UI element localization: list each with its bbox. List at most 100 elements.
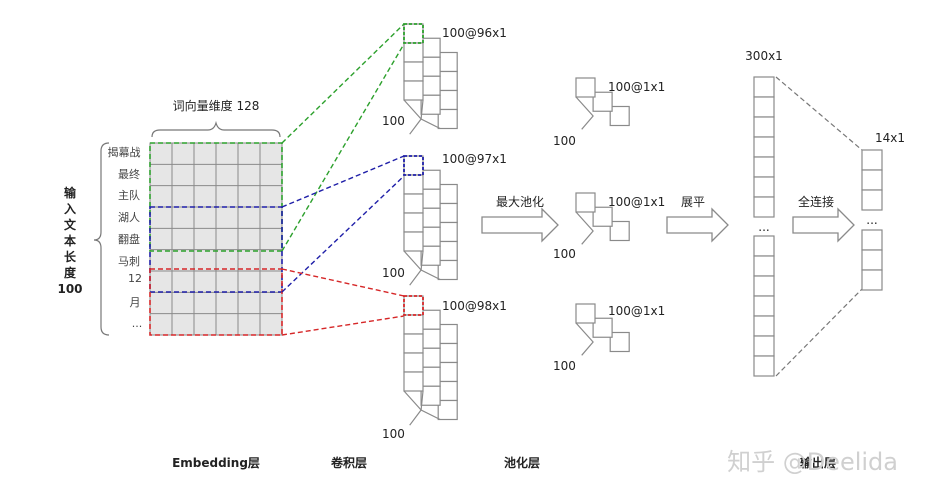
pool-layer-label: 池化层: [504, 455, 540, 470]
highlight-cube: [403, 155, 424, 176]
connector-green-top: [281, 23, 405, 144]
cube-face: [609, 220, 630, 242]
conv-layer-label: 卷积层: [330, 455, 367, 470]
cube-face: [420, 37, 441, 58]
pool-stack: [575, 192, 630, 245]
cube-face: [420, 94, 441, 115]
watermark: 知乎 @Deelida: [727, 448, 898, 476]
flatten-size-label: 300x1: [745, 49, 783, 63]
fold-line: [575, 322, 594, 356]
token: 马刺: [118, 255, 140, 268]
fold-line: [575, 96, 594, 130]
maxpool-arrow: [481, 207, 559, 243]
token: 翻盘: [118, 232, 140, 246]
output-cell: [861, 149, 883, 171]
output-vector: [861, 149, 883, 291]
filter-window-green: [149, 142, 283, 252]
fold-line: [403, 250, 422, 286]
fc-label: 全连接: [798, 194, 834, 209]
output-cell: [861, 269, 883, 291]
feature-stack: [403, 23, 458, 135]
conv-depth-label: 100: [382, 266, 405, 280]
cube-face: [403, 352, 424, 373]
token: 湖人: [118, 211, 140, 224]
fold-line: [575, 211, 594, 245]
vector-cell: [753, 235, 775, 257]
cube-face: [420, 75, 441, 96]
connector-green-bottom: [281, 43, 405, 252]
vector-cell: [753, 196, 775, 218]
vector-cell: [753, 116, 775, 138]
cube-face: [420, 309, 441, 330]
cube-face: [403, 174, 424, 195]
conv-feature-maps: [403, 23, 458, 426]
pool-stack: [575, 303, 630, 356]
cube-face: [437, 183, 458, 205]
conv-depth-label: 100: [382, 114, 405, 128]
token: ...: [132, 317, 143, 330]
output-cell: [861, 249, 883, 271]
fold-line: [403, 390, 422, 426]
token: 月: [130, 296, 141, 309]
cube-face: [403, 231, 424, 252]
flatten-label: 展平: [681, 195, 705, 209]
output-cell: [861, 229, 883, 251]
cube-face: [592, 91, 613, 112]
cube-face: [403, 333, 424, 354]
cube-face: [592, 206, 613, 227]
cube-face: [403, 193, 424, 214]
output-size-label: 14x1: [875, 131, 905, 145]
token: 揭幕战: [108, 145, 141, 159]
output-ellipsis: ...: [866, 213, 877, 227]
cube-face: [437, 108, 458, 130]
vector-cell: [753, 136, 775, 158]
highlight-cube: [403, 295, 424, 316]
output-cell: [861, 189, 883, 211]
cube-face: [403, 155, 424, 176]
token: 最终: [118, 167, 140, 181]
dim-brace: [151, 120, 281, 138]
cube-face: [403, 212, 424, 233]
pool-feature-maps: [575, 77, 630, 356]
cube-face: [437, 259, 458, 281]
svg-text:文: 文: [64, 217, 77, 232]
vector-cell: [753, 335, 775, 357]
cube-face: [420, 385, 441, 406]
cube-face: [420, 169, 441, 190]
vector-cell: [753, 295, 775, 317]
pool-depth-label: 100: [553, 247, 576, 261]
flatten-vector: [753, 76, 775, 377]
cube-face: [403, 295, 424, 316]
cube-face: [403, 23, 424, 44]
length-label: 输 入 文 本 长 度 100: [57, 185, 82, 296]
output-cell: [861, 169, 883, 191]
cube-face: [437, 361, 458, 383]
cube-face: [609, 331, 630, 353]
highlight-cube: [403, 23, 424, 44]
cube-face: [403, 61, 424, 82]
token: 主队: [118, 188, 140, 202]
conv-map-label: 100@96x1: [442, 26, 507, 40]
fold-line: [420, 250, 441, 281]
vector-cell: [753, 275, 775, 297]
flatten-arrow: [666, 207, 729, 243]
cube-face: [403, 371, 424, 392]
pool-depth-label: 100: [553, 134, 576, 148]
fold-line: [420, 390, 441, 421]
cube-face: [437, 399, 458, 421]
fold-line: [403, 99, 422, 135]
pool-map-label: 100@1x1: [608, 80, 665, 94]
flatten-ellipsis: ...: [758, 220, 769, 234]
filter-windows: [149, 142, 283, 336]
pool-map-label: 100@1x1: [608, 304, 665, 318]
vector-cell: [753, 255, 775, 277]
vector-cell: [753, 315, 775, 337]
embedding-layer-label: Embedding层: [172, 456, 260, 470]
conv-map-label: 100@97x1: [442, 152, 507, 166]
length-brace: [93, 142, 110, 336]
conv-map-label: 100@98x1: [442, 299, 507, 313]
connector-red-bottom: [281, 315, 405, 336]
cube-face: [420, 328, 441, 349]
conv-depth-label: 100: [382, 427, 405, 441]
